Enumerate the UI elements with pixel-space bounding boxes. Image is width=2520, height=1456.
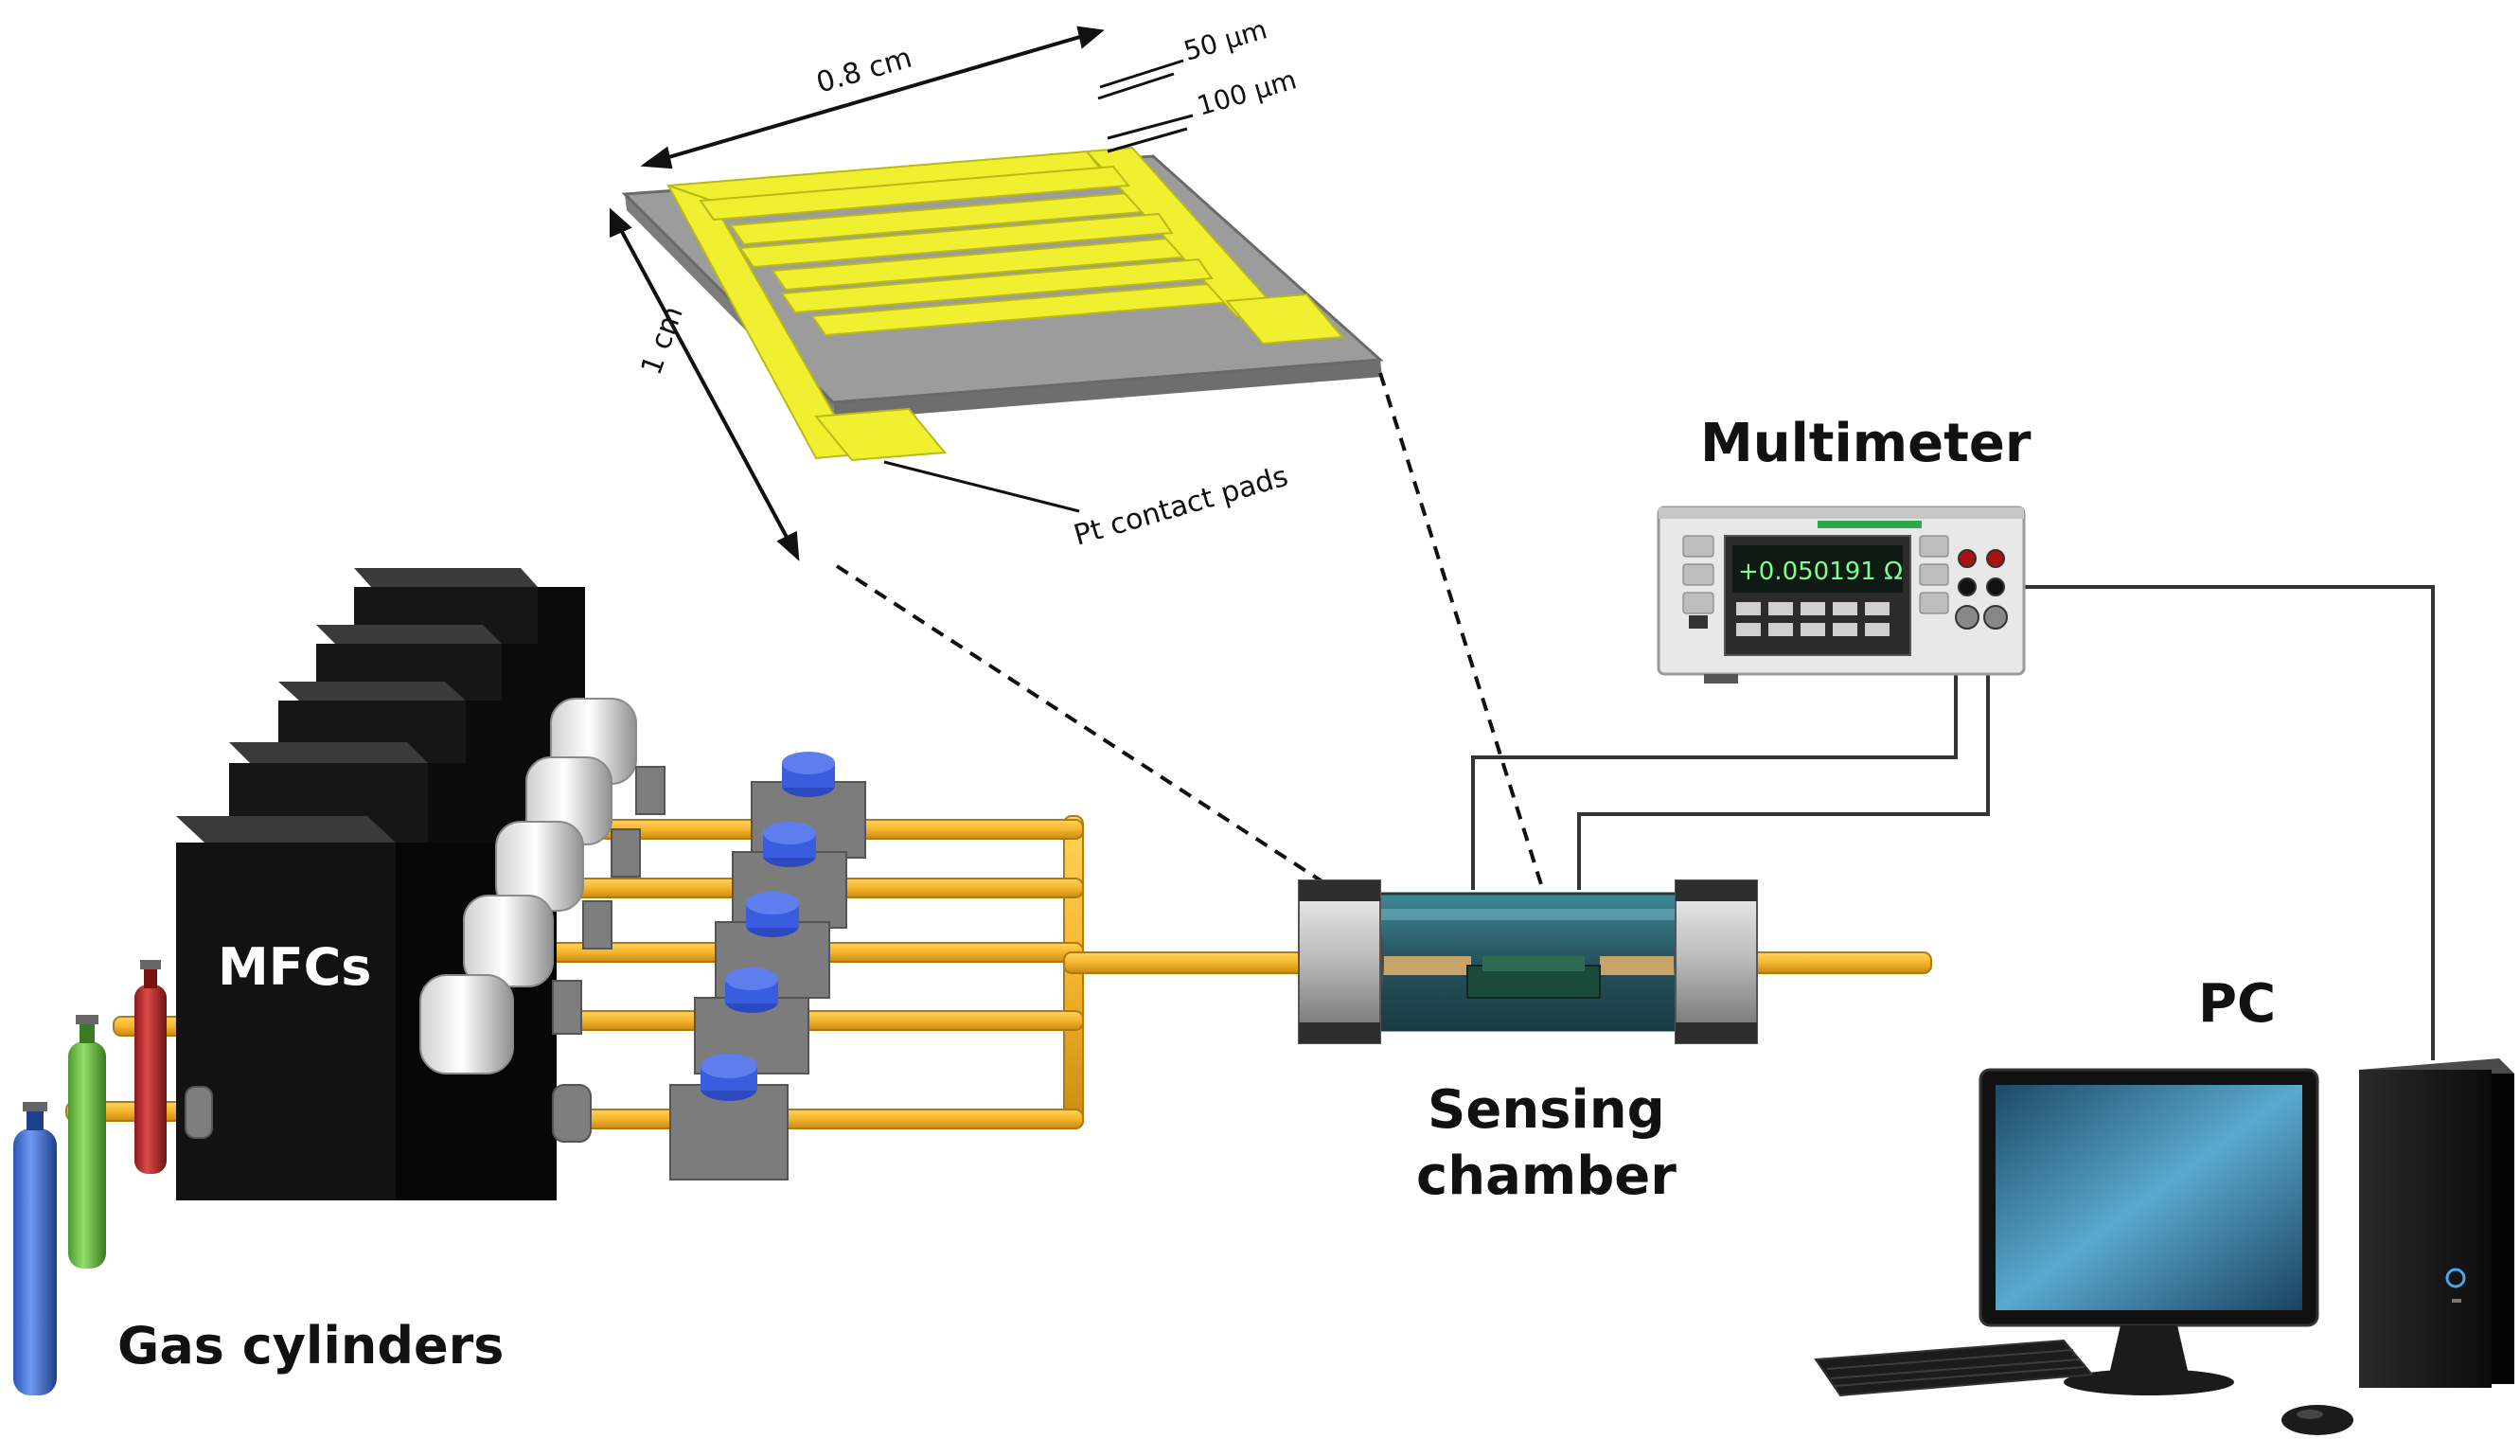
mouse-icon <box>2281 1405 2353 1435</box>
sensing-chamber <box>1298 879 1758 1044</box>
valve-icon <box>669 1054 789 1181</box>
monitor-icon <box>1979 1068 2319 1395</box>
multimeter-icon: +0.050191 Ω <box>1657 506 2026 684</box>
mfcs-label: MFCs <box>218 937 372 997</box>
electrical-wires <box>1471 585 2435 1060</box>
width-dimension-arrow <box>648 30 1097 165</box>
gas-cylinder-icon <box>13 1102 57 1395</box>
height-dimension-arrow <box>612 215 797 554</box>
pc <box>1814 1058 2514 1435</box>
gas-cylinders-label: Gas cylinders <box>117 1316 505 1376</box>
pads-label: Pt contact pads <box>1071 460 1292 553</box>
sensing-chamber-label-line1: Sensing <box>1428 1079 1665 1141</box>
interdigitated-electrodes <box>665 146 1345 462</box>
gap-dimension-label: 50 μm <box>1180 13 1270 66</box>
multimeter-reading: +0.050191 Ω <box>1738 558 1903 586</box>
pc-label: PC <box>2198 973 2277 1035</box>
valve-icon <box>751 752 866 859</box>
valves <box>669 752 866 1181</box>
finger-dimension-label: 100 μm <box>1194 63 1300 121</box>
sensor-chip: 0.8 cm 1 cm 50 μm 100 μm Pt contact pads <box>610 13 1384 561</box>
multimeter-label: Multimeter <box>1700 413 2032 474</box>
pt-contact-pad-right <box>1224 293 1345 346</box>
keyboard-icon <box>1814 1339 2095 1397</box>
gas-cylinder-icon <box>68 1015 106 1269</box>
gas-cylinder-icon <box>134 960 167 1174</box>
projection-lines <box>835 372 1573 983</box>
pt-contact-pad-left <box>814 407 947 462</box>
mfc-bank <box>176 568 665 1200</box>
sensing-chamber-label-line2: chamber <box>1416 1145 1677 1207</box>
mfc-sensor-caps <box>419 698 637 1074</box>
pc-tower-icon <box>2359 1058 2514 1388</box>
valve-icon <box>732 822 847 929</box>
